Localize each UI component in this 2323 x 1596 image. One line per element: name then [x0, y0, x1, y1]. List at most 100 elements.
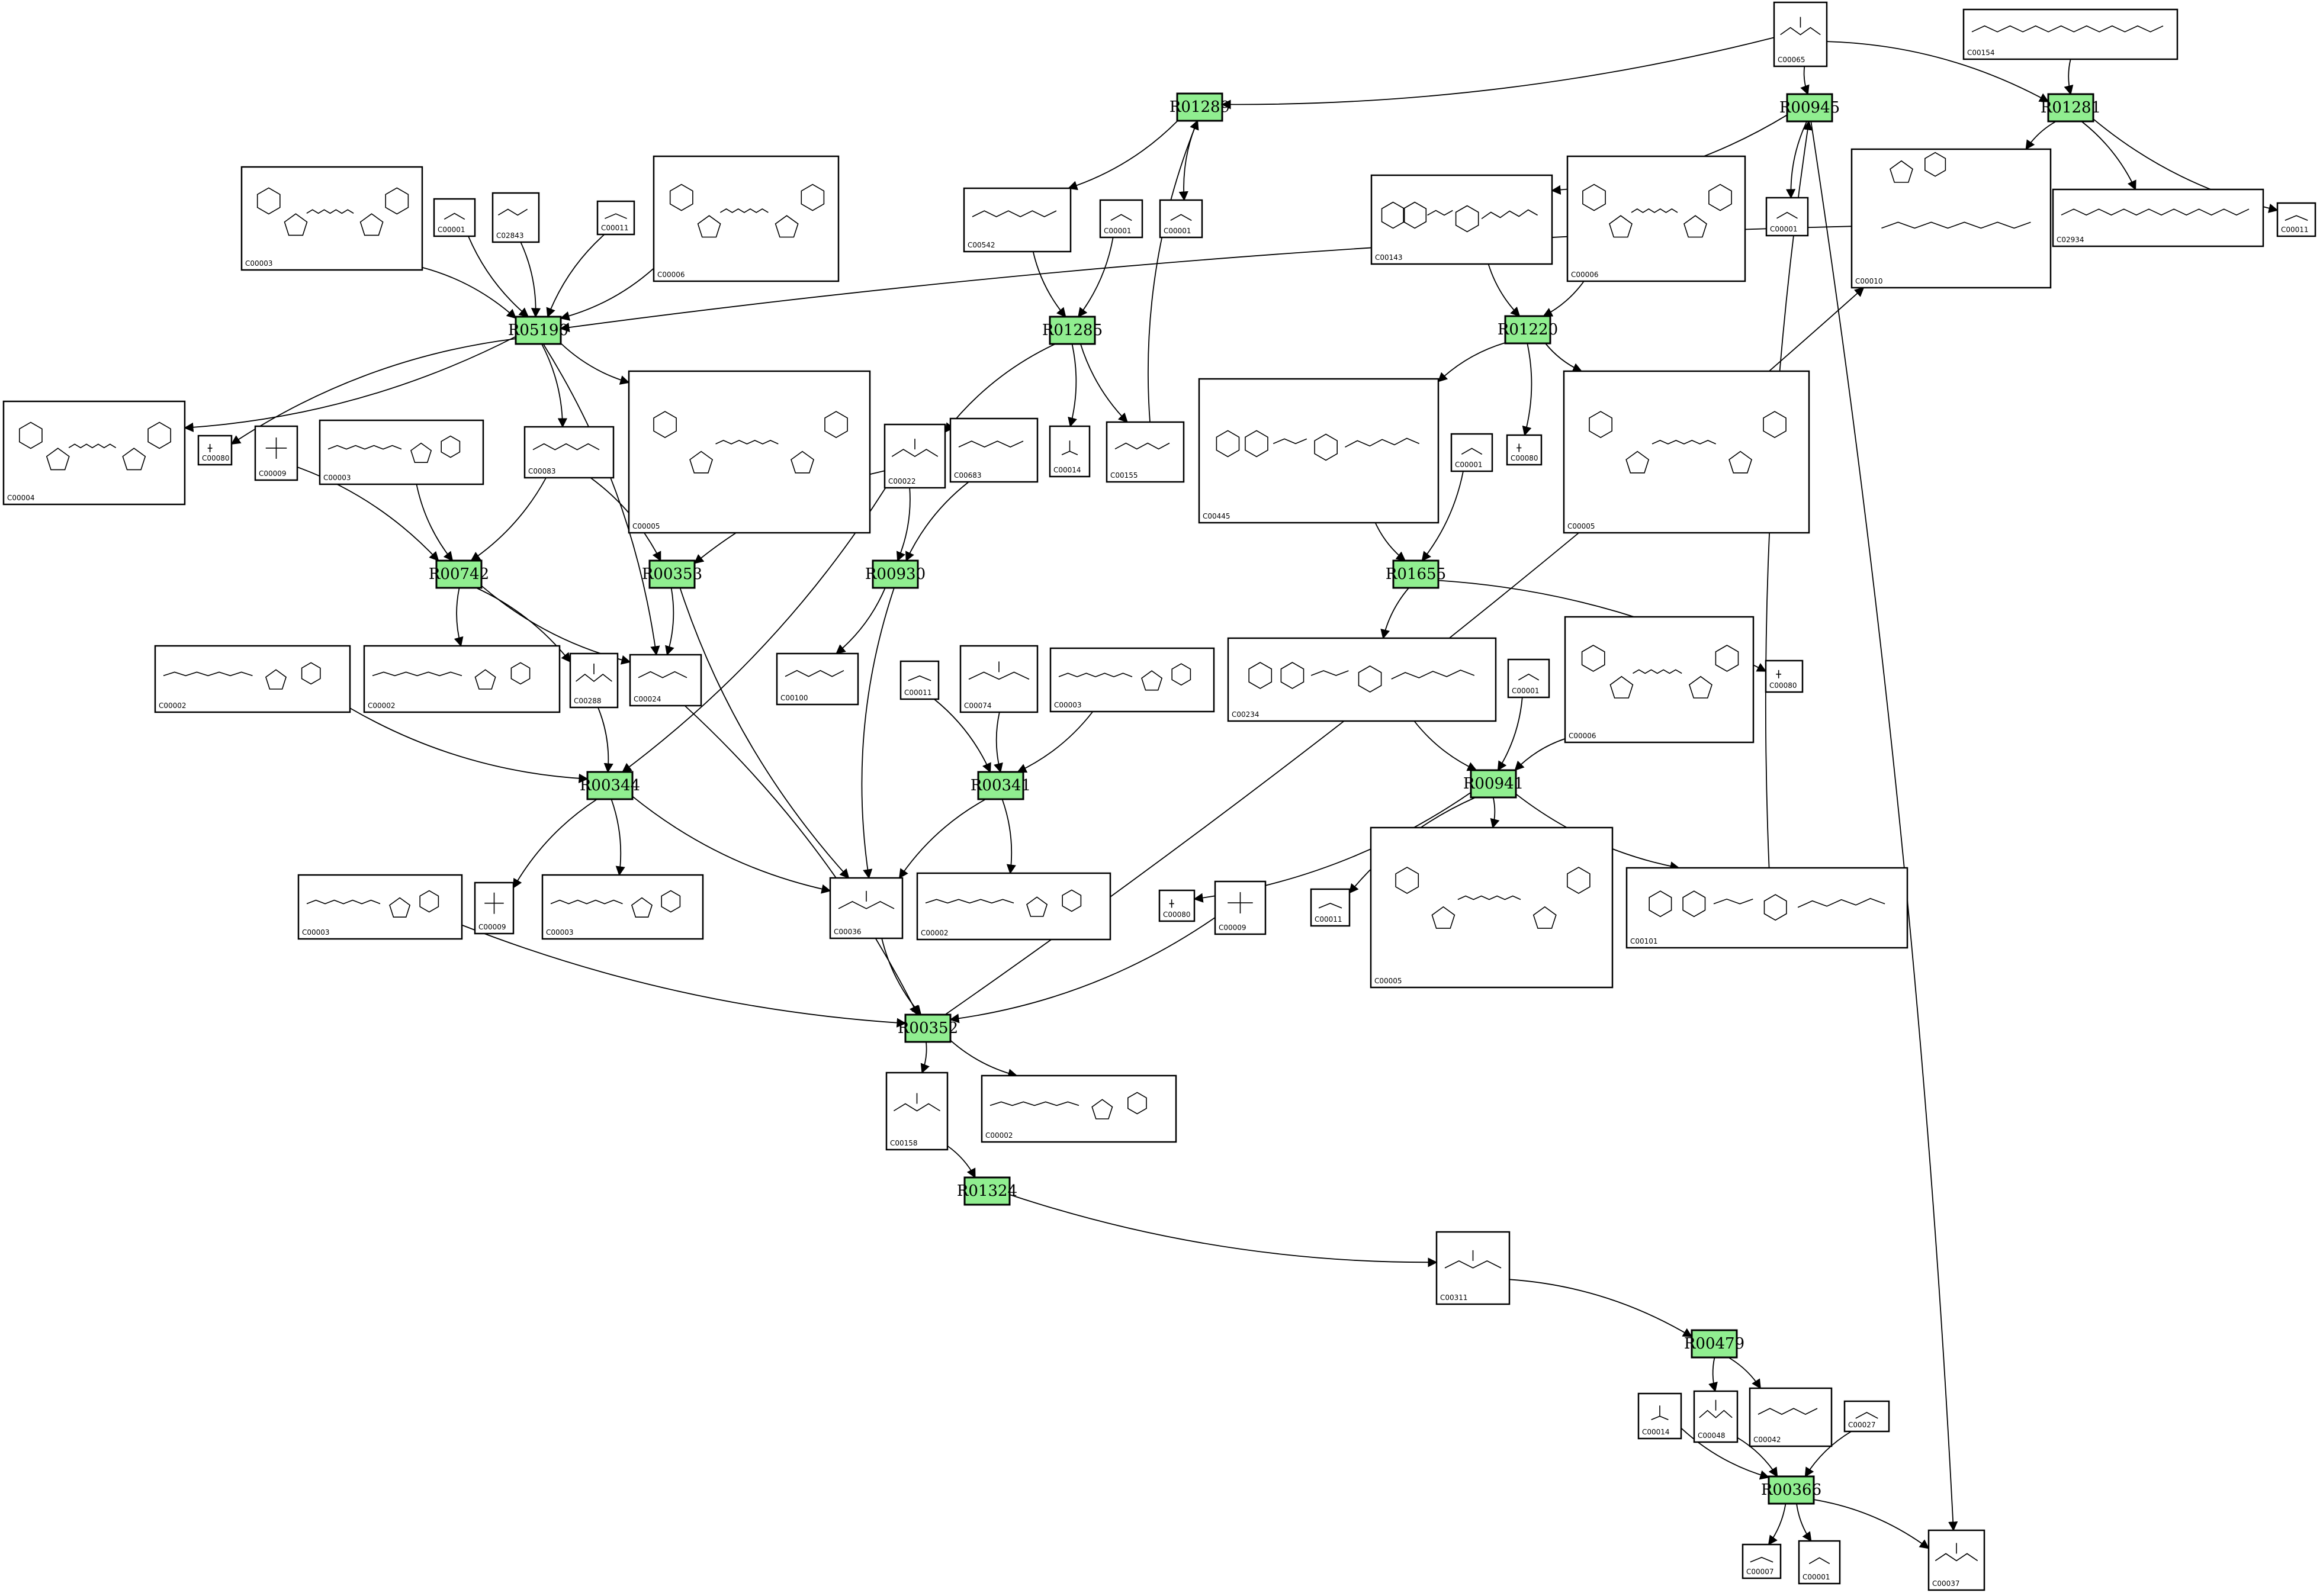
compound-c02843[interactable]: C02843	[491, 192, 540, 243]
reaction-r00341[interactable]: R00341	[971, 771, 1031, 800]
compound-c00005[interactable]: C00005	[1370, 826, 1614, 989]
reaction-r01655[interactable]: R01655	[1386, 559, 1446, 589]
compound-c00001[interactable]: C00001	[1765, 197, 1809, 237]
compound-c00002[interactable]: C00002	[154, 645, 351, 713]
compound-c00003[interactable]: C00003	[319, 419, 484, 485]
chain-glyph	[1776, 211, 1798, 219]
compound-box	[1310, 888, 1351, 927]
compound-box	[541, 874, 704, 940]
edge-R00930-c00036	[861, 587, 895, 879]
compound-c00155[interactable]: C00155	[1106, 421, 1185, 483]
chain-glyph	[1651, 1405, 1669, 1420]
compound-c00022[interactable]: C00022	[883, 423, 946, 489]
compound-box	[1159, 199, 1203, 239]
compound-c00143[interactable]: C00143	[1370, 174, 1553, 265]
chain-glyph	[1110, 214, 1132, 221]
ring-glyph	[1358, 665, 1382, 693]
reaction-r01324[interactable]: R01324	[957, 1176, 1017, 1206]
compound-c00005[interactable]: C00005	[1563, 370, 1810, 534]
compound-c00011[interactable]: C00011	[596, 200, 635, 236]
edge-R05190-c00005a	[560, 343, 630, 385]
chain-glyph	[1699, 1410, 1733, 1418]
compound-c00003[interactable]: C00003	[1049, 647, 1215, 713]
reaction-r01281[interactable]: R01281	[2041, 93, 2101, 123]
compound-c00001[interactable]: C00001	[1159, 199, 1203, 239]
compound-c00014[interactable]: C00014	[1049, 425, 1091, 478]
reaction-r00742[interactable]: R00742	[429, 559, 489, 589]
compound-c00080[interactable]: C00080	[1158, 889, 1196, 922]
compound-c00080[interactable]: C00080	[1765, 659, 1804, 693]
compound-c00003[interactable]: C00003	[297, 874, 463, 940]
compound-c00042[interactable]: C00042	[1749, 1387, 1833, 1447]
compound-c00001[interactable]: C00001	[1099, 199, 1143, 239]
compound-c00011[interactable]: C00011	[1310, 888, 1351, 927]
reaction-r00941[interactable]: R00941	[1463, 769, 1524, 799]
compound-c00080[interactable]: C00080	[1506, 434, 1543, 466]
compound-c00683[interactable]: C00683	[949, 417, 1039, 483]
compound-c00158[interactable]: C00158	[885, 1071, 949, 1151]
ring-glyph	[474, 669, 496, 690]
reaction-r01289[interactable]: R01289	[1169, 92, 1230, 122]
compound-c00002[interactable]: C00002	[363, 645, 561, 713]
compound-c00006[interactable]: C00006	[653, 155, 840, 282]
compound-c00014[interactable]: C00014	[1637, 1392, 1682, 1440]
compound-c00001[interactable]: C00001	[1507, 658, 1550, 699]
compound-c00445[interactable]: C00445	[1198, 378, 1440, 524]
compound-c02934[interactable]: C02934	[2052, 188, 2264, 247]
compound-c00002[interactable]: C00002	[981, 1074, 1177, 1143]
compound-c00003[interactable]: C00003	[541, 874, 704, 940]
compound-c00011[interactable]: C00011	[2276, 202, 2316, 237]
compound-c00007[interactable]: C00007	[1742, 1543, 1782, 1579]
compound-c00234[interactable]: C00234	[1227, 637, 1497, 722]
reaction-box	[1786, 93, 1833, 123]
compound-c00311[interactable]: C00311	[1435, 1231, 1511, 1305]
reaction-r01285[interactable]: R01285	[1042, 316, 1103, 345]
reaction-r00930[interactable]: R00930	[865, 559, 926, 589]
compound-c00083[interactable]: C00083	[523, 426, 615, 479]
compound-c00002[interactable]: C00002	[916, 872, 1111, 941]
compound-c00003[interactable]: C00003	[240, 166, 423, 271]
compound-c00009[interactable]: C00009	[254, 425, 298, 481]
reaction-r00479[interactable]: R00479	[1684, 1329, 1744, 1359]
compound-c00027[interactable]: C00027	[1843, 1400, 1890, 1433]
compound-c00154[interactable]: C00154	[1962, 8, 2179, 60]
compound-id: C00005	[1374, 977, 1402, 985]
compound-c00006[interactable]: C00006	[1564, 616, 1755, 744]
reaction-r00352[interactable]: R00352	[898, 1013, 958, 1043]
compound-c00006[interactable]: C00006	[1566, 155, 1746, 282]
ring-glyph	[1314, 433, 1338, 461]
compound-id: C00154	[1967, 49, 1995, 57]
compound-c00036[interactable]: C00036	[829, 877, 904, 939]
reaction-r00353[interactable]: R00353	[642, 559, 702, 589]
edge-c00311-R00479	[1509, 1279, 1693, 1337]
chain-glyph	[719, 208, 769, 213]
reaction-r05190[interactable]: R05190	[508, 316, 568, 345]
compound-c00288[interactable]: C00288	[569, 652, 619, 709]
compound-c00074[interactable]: C00074	[959, 645, 1039, 713]
chain-glyph	[891, 449, 939, 458]
compound-c00004[interactable]: C00004	[2, 400, 186, 506]
compound-c00010[interactable]: C00010	[1850, 148, 2052, 289]
compound-box	[1566, 155, 1746, 282]
compound-c00101[interactable]: C00101	[1625, 867, 1908, 949]
compound-c00065[interactable]: C00065	[1773, 1, 1828, 67]
compound-c00001[interactable]: C00001	[1798, 1540, 1841, 1585]
reaction-r01220[interactable]: R01220	[1498, 315, 1558, 345]
reaction-r00344[interactable]: R00344	[580, 771, 640, 800]
reaction-r00945[interactable]: R00945	[1779, 93, 1840, 123]
compound-c00005[interactable]: C00005	[628, 370, 871, 534]
compound-c00001[interactable]: C00001	[433, 198, 476, 237]
compound-c00037[interactable]: C00037	[1927, 1529, 1985, 1591]
compound-id: C00158	[890, 1139, 918, 1147]
compound-c00011[interactable]: C00011	[899, 660, 940, 700]
compound-c00542[interactable]: C00542	[963, 187, 1072, 253]
compound-c00009[interactable]: C00009	[1214, 880, 1267, 935]
compound-c00001[interactable]: C00001	[1450, 433, 1493, 472]
compound-c00100[interactable]: C00100	[776, 652, 859, 706]
reaction-r00366[interactable]: R00366	[1761, 1475, 1821, 1505]
compound-c00048[interactable]: C00048	[1693, 1390, 1739, 1443]
compound-c00080[interactable]: C00080	[197, 435, 233, 466]
compound-id: C00002	[921, 929, 949, 937]
compound-c00024[interactable]: C00024	[629, 654, 702, 707]
compound-c00009[interactable]: C00009	[474, 881, 515, 935]
